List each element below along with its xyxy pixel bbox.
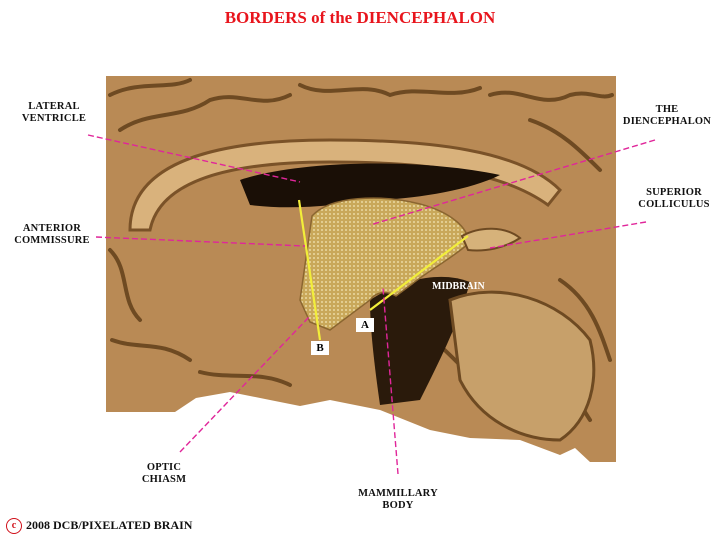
midbrain-region (460, 227, 522, 252)
label-midbrain: MIDBRAIN (432, 281, 485, 292)
label-optic-chiasm: OPTIC CHIASM (141, 462, 187, 485)
border-lines (297, 199, 469, 341)
corpus-callosum (128, 138, 563, 232)
label-lateral-ventricle: LATERAL VENTRICLE (21, 101, 87, 124)
credit: c 2008 DCB/PIXELATED BRAIN (6, 518, 193, 535)
copyright-icon: c (6, 518, 22, 535)
label-superior-colliculus: SUPERIOR COLLICULUS (638, 187, 710, 210)
page-title: BORDERS of the DIENCEPHALON (224, 8, 496, 27)
label-border-a: A (356, 318, 374, 332)
pointer-optic-chiasm (179, 315, 311, 453)
lateral-ventricle (240, 163, 500, 208)
border-line-a (369, 235, 469, 311)
pointer-anterior-commissure (95, 236, 306, 247)
label-border-b: B (311, 341, 329, 355)
cerebellum (448, 290, 596, 442)
brainstem-shadow (370, 276, 470, 405)
pointer-lines (87, 134, 656, 475)
pointer-superior-colliculus (489, 221, 647, 249)
pointer-lateral-ventricle (87, 134, 301, 183)
label-mammillary-body: MAMMILLARY BODY (358, 488, 438, 511)
label-the-diencephalon: THE DIENCEPHALON (622, 104, 712, 127)
border-line-b (297, 199, 322, 341)
credit-text: 2008 DCB/PIXELATED BRAIN (26, 518, 193, 532)
pointer-diencephalon (369, 139, 656, 226)
pointer-mammillary-body (382, 287, 399, 475)
label-anterior-commissure: ANTERIOR COMMISSURE (14, 223, 90, 246)
